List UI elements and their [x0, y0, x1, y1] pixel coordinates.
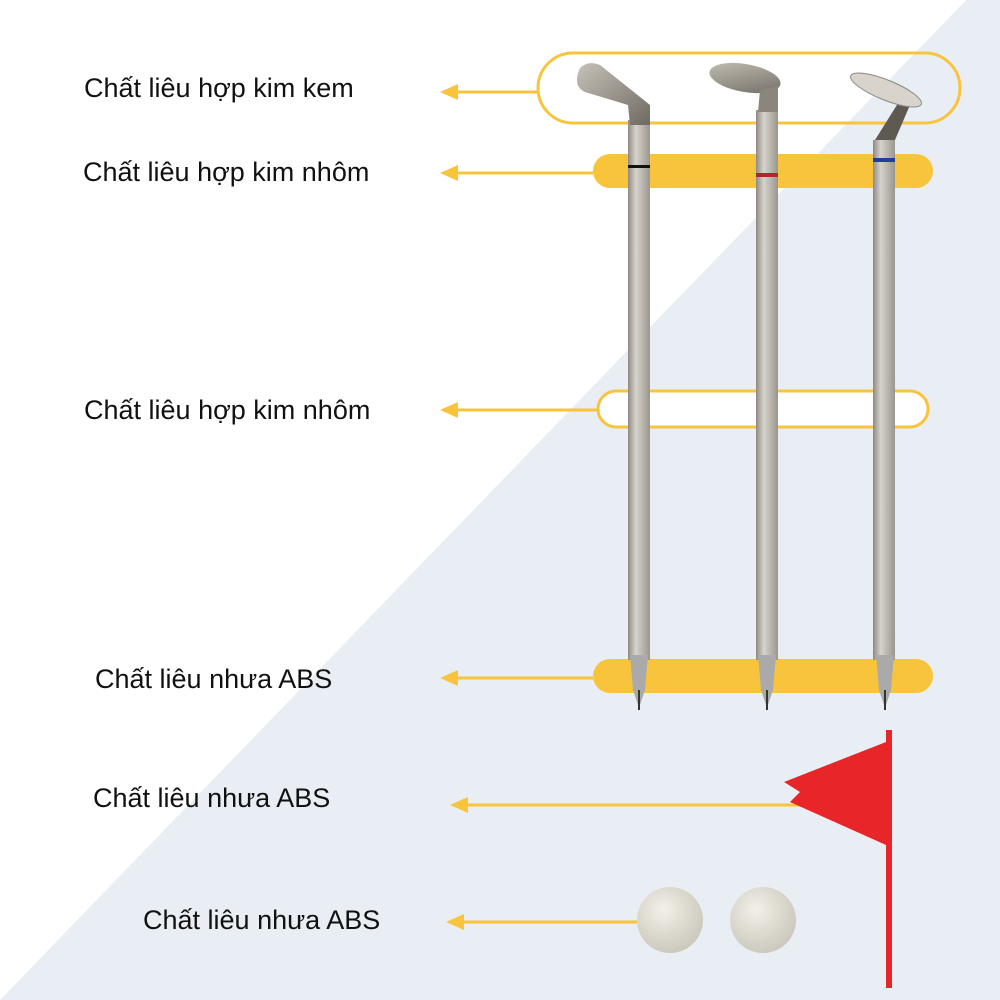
label-abs-tip: Chất liêu nhưa ABS — [95, 664, 333, 694]
golf-pen-putter — [850, 72, 922, 710]
golf-ball — [730, 887, 796, 953]
label-aluminum-alloy-top: Chất liêu hợp kim nhôm — [83, 157, 370, 187]
golf-flag — [784, 730, 892, 988]
zinc-outline-band — [536, 51, 962, 125]
golf-pen-iron — [576, 63, 650, 710]
golf-pen-wedge — [709, 62, 781, 710]
arrows — [440, 84, 810, 930]
label-zinc-alloy: Chất liêu hợp kim kem — [84, 73, 354, 103]
golf-ball — [637, 887, 703, 953]
label-abs-flag: Chất liêu nhưa ABS — [93, 783, 331, 813]
label-abs-balls: Chất liêu nhưa ABS — [143, 905, 381, 935]
label-aluminum-alloy-shaft: Chất liêu hợp kim nhôm — [84, 395, 371, 425]
